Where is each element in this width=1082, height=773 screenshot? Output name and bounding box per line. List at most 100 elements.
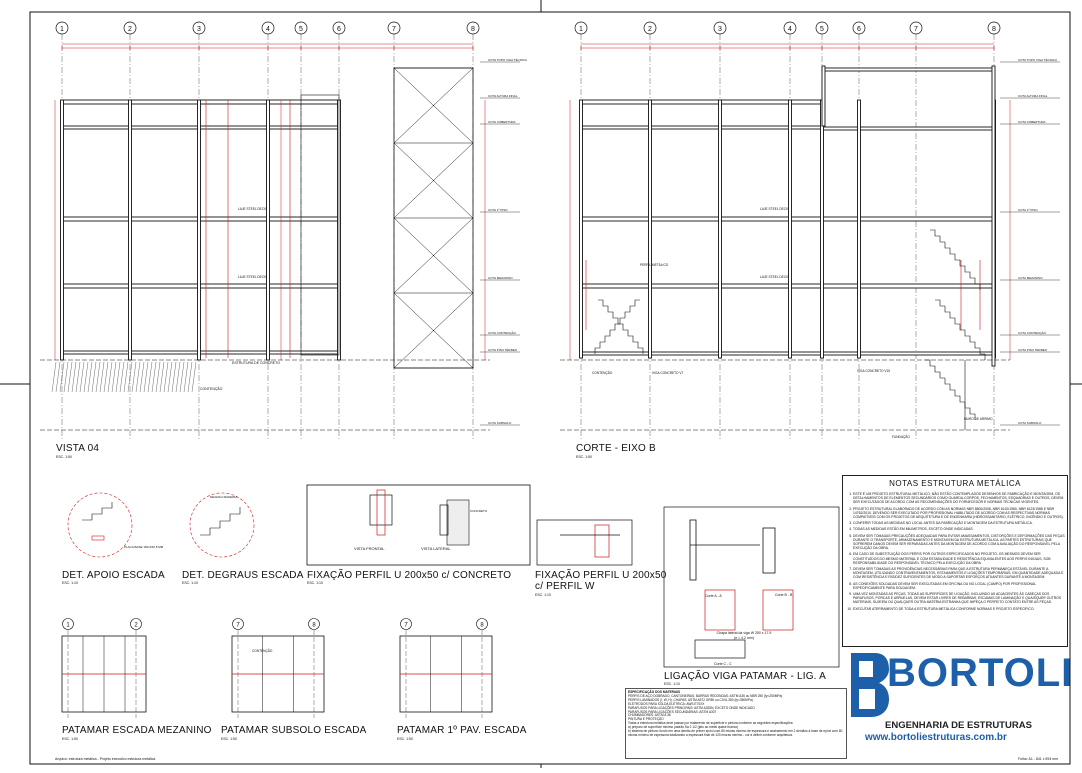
grid-label: 5 [299,26,303,33]
vista-frontal-label: VISTA FRONTAL [354,546,385,551]
grid-bubble [308,618,320,630]
hatch [71,361,77,393]
view-scale-fix-concreto: ESC. 1:10 [307,581,323,585]
hatch [175,361,181,393]
hatch [143,361,149,393]
cota-label: COTA PISO TÉRREO [488,347,518,352]
steel-deck-label: LAJE STEEL DECK [238,275,267,279]
hatch [91,361,97,393]
cota-label: COTA 1º PISO [488,208,508,212]
spec-line: PERFIS LAMINADOS (I, W, H), CHAPAS: ASTM… [628,697,753,702]
hatch [167,361,173,393]
brace-diagonal [393,142,474,219]
spec-title: ESPECIFICAÇÃO DOS MATERIAIS [628,690,681,694]
view-title-vista-04: VISTA 04 [56,443,100,454]
grid-label: 3 [718,26,722,33]
concrete-block [446,499,470,546]
column [788,99,792,359]
degrau-madeira-label: DEGRAU MADEIRA [210,495,237,499]
hatch [103,361,109,393]
logo-website[interactable]: www.bortoliestruturas.com.br [865,732,1007,743]
hatch [55,361,61,393]
grid-label: 5 [820,26,824,33]
grid-label: 7 [914,26,918,33]
hatch [83,361,89,393]
column-section [689,519,697,581]
cota-label: COTA COBERTURA [488,120,516,124]
brace-diagonal [393,217,474,294]
floor-beam [580,99,823,105]
cota-label: COTA TOPO VIGA TÉCNICA [1018,57,1057,62]
cota-label: COTA MEZANINO [1018,276,1043,280]
hatch [87,361,93,393]
grid-label: 4 [266,26,270,33]
detail-callout-circle [67,492,133,558]
note-item: CONFERIR TODAS AS MEDIDAS NO LOCAL ANTES… [853,521,1067,525]
viga-v7-label: VIGA CONCRETO V7 [652,371,684,375]
note-item: DEVEM SER TOMADAS AS PROVIDÊNCIAS NECESS… [853,567,1067,580]
hatch [135,361,141,393]
hatch [119,361,125,393]
stair-flight [598,299,644,354]
logo-subtitle: ENGENHARIA DE ESTRUTURAS [885,720,1032,731]
column [579,99,583,359]
spec-line: PERFIS DE AÇO DOBRADO, CANTONEIRAS, BARR… [628,693,783,698]
grid-label: 3 [197,26,201,33]
note-item: AS CONEXÕES SOLDADAS DEVEM SER EXECUTADA… [853,582,1067,590]
view-title-ligacao: LIGAÇÃO VIGA PATAMAR - LIG. A [664,671,826,682]
hatch [115,361,121,393]
cota-label: COTA SUBSOLO [488,421,512,425]
brace-diagonal [393,292,474,369]
grid-bubble [130,618,142,630]
hatch [123,361,129,393]
column-upper [991,65,996,367]
grid-bubble [232,618,244,630]
stair-flight [82,502,113,521]
cota-label: COTA MEZANINO [488,276,513,280]
view-title-pat-1pav: PATAMAR 1º PAV. ESCADA [397,725,527,736]
spec-line: CHUMBADORES: ASTM A 36 [628,713,671,718]
cota-label: COTA SUBSOLO [1018,421,1042,425]
hatch [95,361,101,393]
spec-line: b) sistema de pintura: fundo em uma demã… [628,729,843,737]
logo-brand: BORTOLI [887,651,1074,695]
view-scale-pat-subsolo: ESC. 1:50 [221,737,237,741]
hatch [131,361,137,393]
hatch [63,361,69,393]
notes-list: ESTE É UM PROJETO ESTRUTURAL METÁLICO, N… [843,492,1067,611]
floor-beam [821,67,995,72]
plate-section [704,589,736,631]
u-profile-side [439,504,449,536]
grid-label: 7 [392,26,396,33]
detail-frame-ligacao [663,506,840,668]
notes-panel: NOTAS ESTRUTURA METÁLICA ESTE É UM PROJE… [842,475,1068,647]
note-item: UMA VEZ MONTADAS AS PEÇAS, TODAS AS SUPE… [853,592,1067,605]
cota-label: COTA CONTENÇÃO [488,330,517,335]
chapa-lateral-e-label: (e = 4.2 mm) [734,636,754,640]
hatch [163,361,169,393]
view-scale-pat-1pav: ESC. 1:50 [397,737,413,741]
placa-base-label: PLACA BASE 150x150 8 MM [124,545,164,549]
grid-label: 1 [60,26,64,33]
footer-sheet: Folha: A1 - 841 x 594 mm [1018,757,1059,761]
hatch [183,361,189,393]
cota-label: COTA TOPO VIGA TÉCNICA [488,57,527,62]
plate-front [369,494,393,526]
spec-line: ELETRODOS PARA SOLDA ELÉTRICA: AWS E70XX [628,701,705,706]
w-section [594,524,610,558]
steel-deck-label: LAJE STEEL DECK [760,275,789,279]
column-upper [821,65,826,127]
section-cc [694,639,746,659]
column [128,99,132,361]
steel-deck-label: LAJE STEEL DECK [238,207,267,211]
hatch [159,361,165,393]
stair-flight [925,359,976,420]
column [266,99,270,361]
spec-line: PINTURA E PROTEÇÃO [628,717,664,722]
grid-bubble [476,618,488,630]
contencao-label: CONTENÇÃO [200,386,223,391]
hatch [187,361,193,393]
grid-label: 4 [788,26,792,33]
